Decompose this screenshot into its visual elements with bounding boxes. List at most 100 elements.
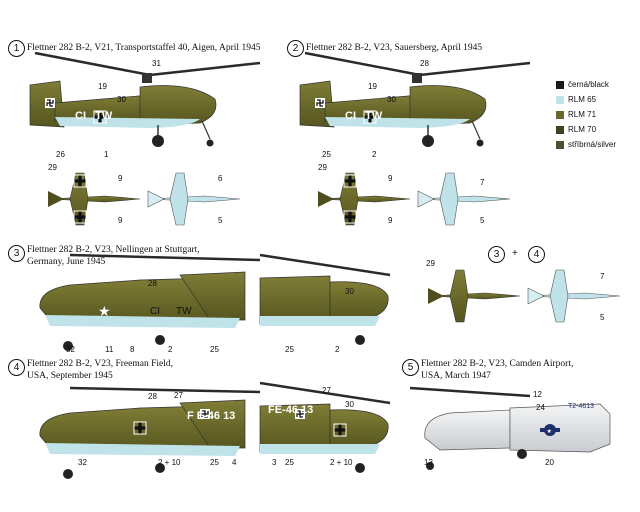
marking-code: CI TW [345,110,383,122]
legend-item: RLM 65 [556,95,640,106]
legend-swatch [556,111,564,119]
callout: 28 [420,59,429,68]
svg-text:★: ★ [98,304,111,320]
callout: 29 [48,163,57,172]
callout: 28 [148,392,157,401]
callout: 11 [105,345,114,354]
callout: 30 [345,400,354,409]
callout: 2 + 10 [330,458,353,467]
callout: 7 [480,178,485,187]
caption-3-line2: Germany, June 1945 [27,257,106,267]
callout: 30 [387,95,396,104]
callout: 2 [372,150,377,159]
callout: 25 [285,458,294,467]
callout: 29 [318,163,327,172]
caption-2: Flettner 282 B-2, V23, Sauersberg, April… [306,43,483,53]
callout: 26 [56,150,65,159]
combo-number-3: 3 [488,246,505,263]
legend-label: stříbrná/silver [568,140,617,149]
section-number-4: 4 [8,359,25,376]
marking-serial: F E-46 13 [187,410,236,422]
callout: 31 [152,59,161,68]
caption-3-line1: Flettner 282 B-2, V23, Nellingen at Stut… [27,245,200,255]
marking-code: CI [150,306,160,317]
section-number-1: 1 [8,40,25,57]
callout: 30 [345,287,354,296]
callout: 19 [98,82,107,91]
callout: 3 [272,458,277,467]
legend-item: RLM 70 [556,125,640,136]
profile-4-right [259,381,391,473]
legend-label: černá/black [568,80,609,89]
callout: 5 [218,216,223,225]
tail-1-bot [147,172,241,226]
section-number-2: 2 [287,40,304,57]
callout: 6 [218,174,223,183]
callout: 5 [600,313,605,322]
tail-2-bot [417,172,511,226]
callout: 13 [424,458,433,467]
legend-label: RLM 71 [568,110,597,119]
callout: 28 [148,279,157,288]
combo-plus: + [512,248,518,259]
marking-serial: T2-4613 [568,403,595,410]
legend-swatch [556,126,564,134]
callout: 29 [426,259,435,268]
profile-3-right [259,253,391,345]
legend-swatch [556,141,564,149]
tail-34-top [427,269,521,323]
combo-number-4: 4 [528,246,545,263]
tail-1-top [47,172,141,226]
callout: 2 + 10 [158,458,181,467]
profile-4-left [39,386,261,479]
legend-item: RLM 71 [556,110,640,121]
tail-34-bot [527,269,621,323]
callout: 25 [210,458,219,467]
callout: 9 [388,174,393,183]
legend-label: RLM 65 [568,95,597,104]
legend-item: černá/black [556,80,640,91]
legend-label: RLM 70 [568,125,597,134]
legend-item: stříbrná/silver [556,140,640,151]
marking-code: CI TW [75,110,113,122]
callout: 25 [210,345,219,354]
marking-code: TW [176,306,192,317]
callout: 9 [118,174,123,183]
profile-1 [28,51,262,149]
callout: 27 [174,391,183,400]
callout: 25 [285,345,294,354]
legend-swatch [556,81,564,89]
callout: 9 [118,216,123,225]
legend-swatch [556,96,564,104]
callout: 20 [545,458,554,467]
callout: 9 [388,216,393,225]
caption-4-line2: USA, September 1945 [27,371,113,381]
callout: 1 [104,150,109,159]
callout: 12 [533,390,542,399]
caption-5-line1: Flettner 282 B-2, V23, Camden Airport, [421,359,574,369]
callout: 30 [117,95,126,104]
profile-3-left: ★ [39,253,261,351]
profile-5: ★ [409,386,611,470]
callout: 25 [322,150,331,159]
callout: 32 [66,345,75,354]
section-number-3: 3 [8,245,25,262]
callout: 2 [335,345,340,354]
callout: 5 [480,216,485,225]
callout: 7 [600,272,605,281]
callout: 24 [536,403,545,412]
svg-text:★: ★ [547,428,552,435]
section-number-5: 5 [402,359,419,376]
callout: 19 [368,82,377,91]
callout: 2 [168,345,173,354]
callout: 32 [78,458,87,467]
profile-2 [298,51,532,149]
caption-1: Flettner 282 B-2, V21, Transportstaffel … [27,43,261,53]
tail-2-top [317,172,411,226]
callout: 27 [322,386,331,395]
callout: 4 [232,458,237,467]
caption-5-line2: USA, March 1947 [421,371,491,381]
callout: 8 [130,345,135,354]
marking-serial: FE-46 13 [268,404,314,416]
